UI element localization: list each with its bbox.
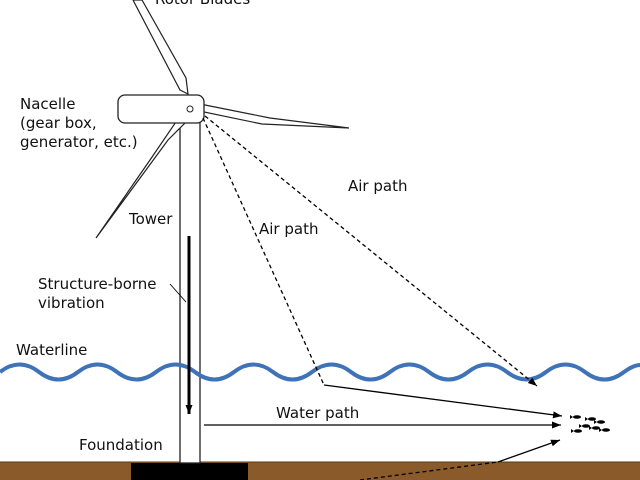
water-path-label: Water path	[276, 404, 360, 422]
air-path-water-segment	[323, 384, 563, 419]
waterline-wave	[0, 362, 640, 382]
air-path-inner-label: Air path	[259, 220, 319, 238]
structure-borne-label-line-1: Structure-borne	[38, 275, 157, 293]
seabed	[0, 462, 640, 480]
air-path-outer-line	[204, 115, 538, 387]
structure-borne-label-line-2: vibration	[38, 294, 105, 312]
air-path-outer-label: Air path	[348, 177, 408, 195]
blade-right	[198, 103, 350, 129]
seabed-path-solid	[497, 439, 561, 463]
blade-up	[132, 0, 189, 96]
tower-label: Tower	[129, 210, 173, 228]
hub	[186, 105, 194, 113]
rotor-blades-label: Rotor Blades	[155, 0, 250, 9]
fish-school-icon	[570, 415, 610, 433]
structure-borne-label: Structure-borne vibration	[38, 275, 157, 313]
foundation-block	[131, 463, 248, 480]
nacelle-label-line-2: (gear box,	[20, 114, 97, 132]
nacelle-label-line-3: generator, etc.)	[20, 133, 138, 151]
foundation-label: Foundation	[79, 436, 163, 454]
nacelle-label: Nacelle (gear box, generator, etc.)	[20, 95, 138, 152]
seabed-path-line	[359, 461, 499, 480]
nacelle-label-line-1: Nacelle	[20, 95, 76, 113]
structure-borne-leader	[169, 283, 187, 303]
nacelle	[117, 94, 205, 124]
air-path-inner-line	[202, 117, 325, 386]
waterline-label: Waterline	[16, 341, 88, 359]
